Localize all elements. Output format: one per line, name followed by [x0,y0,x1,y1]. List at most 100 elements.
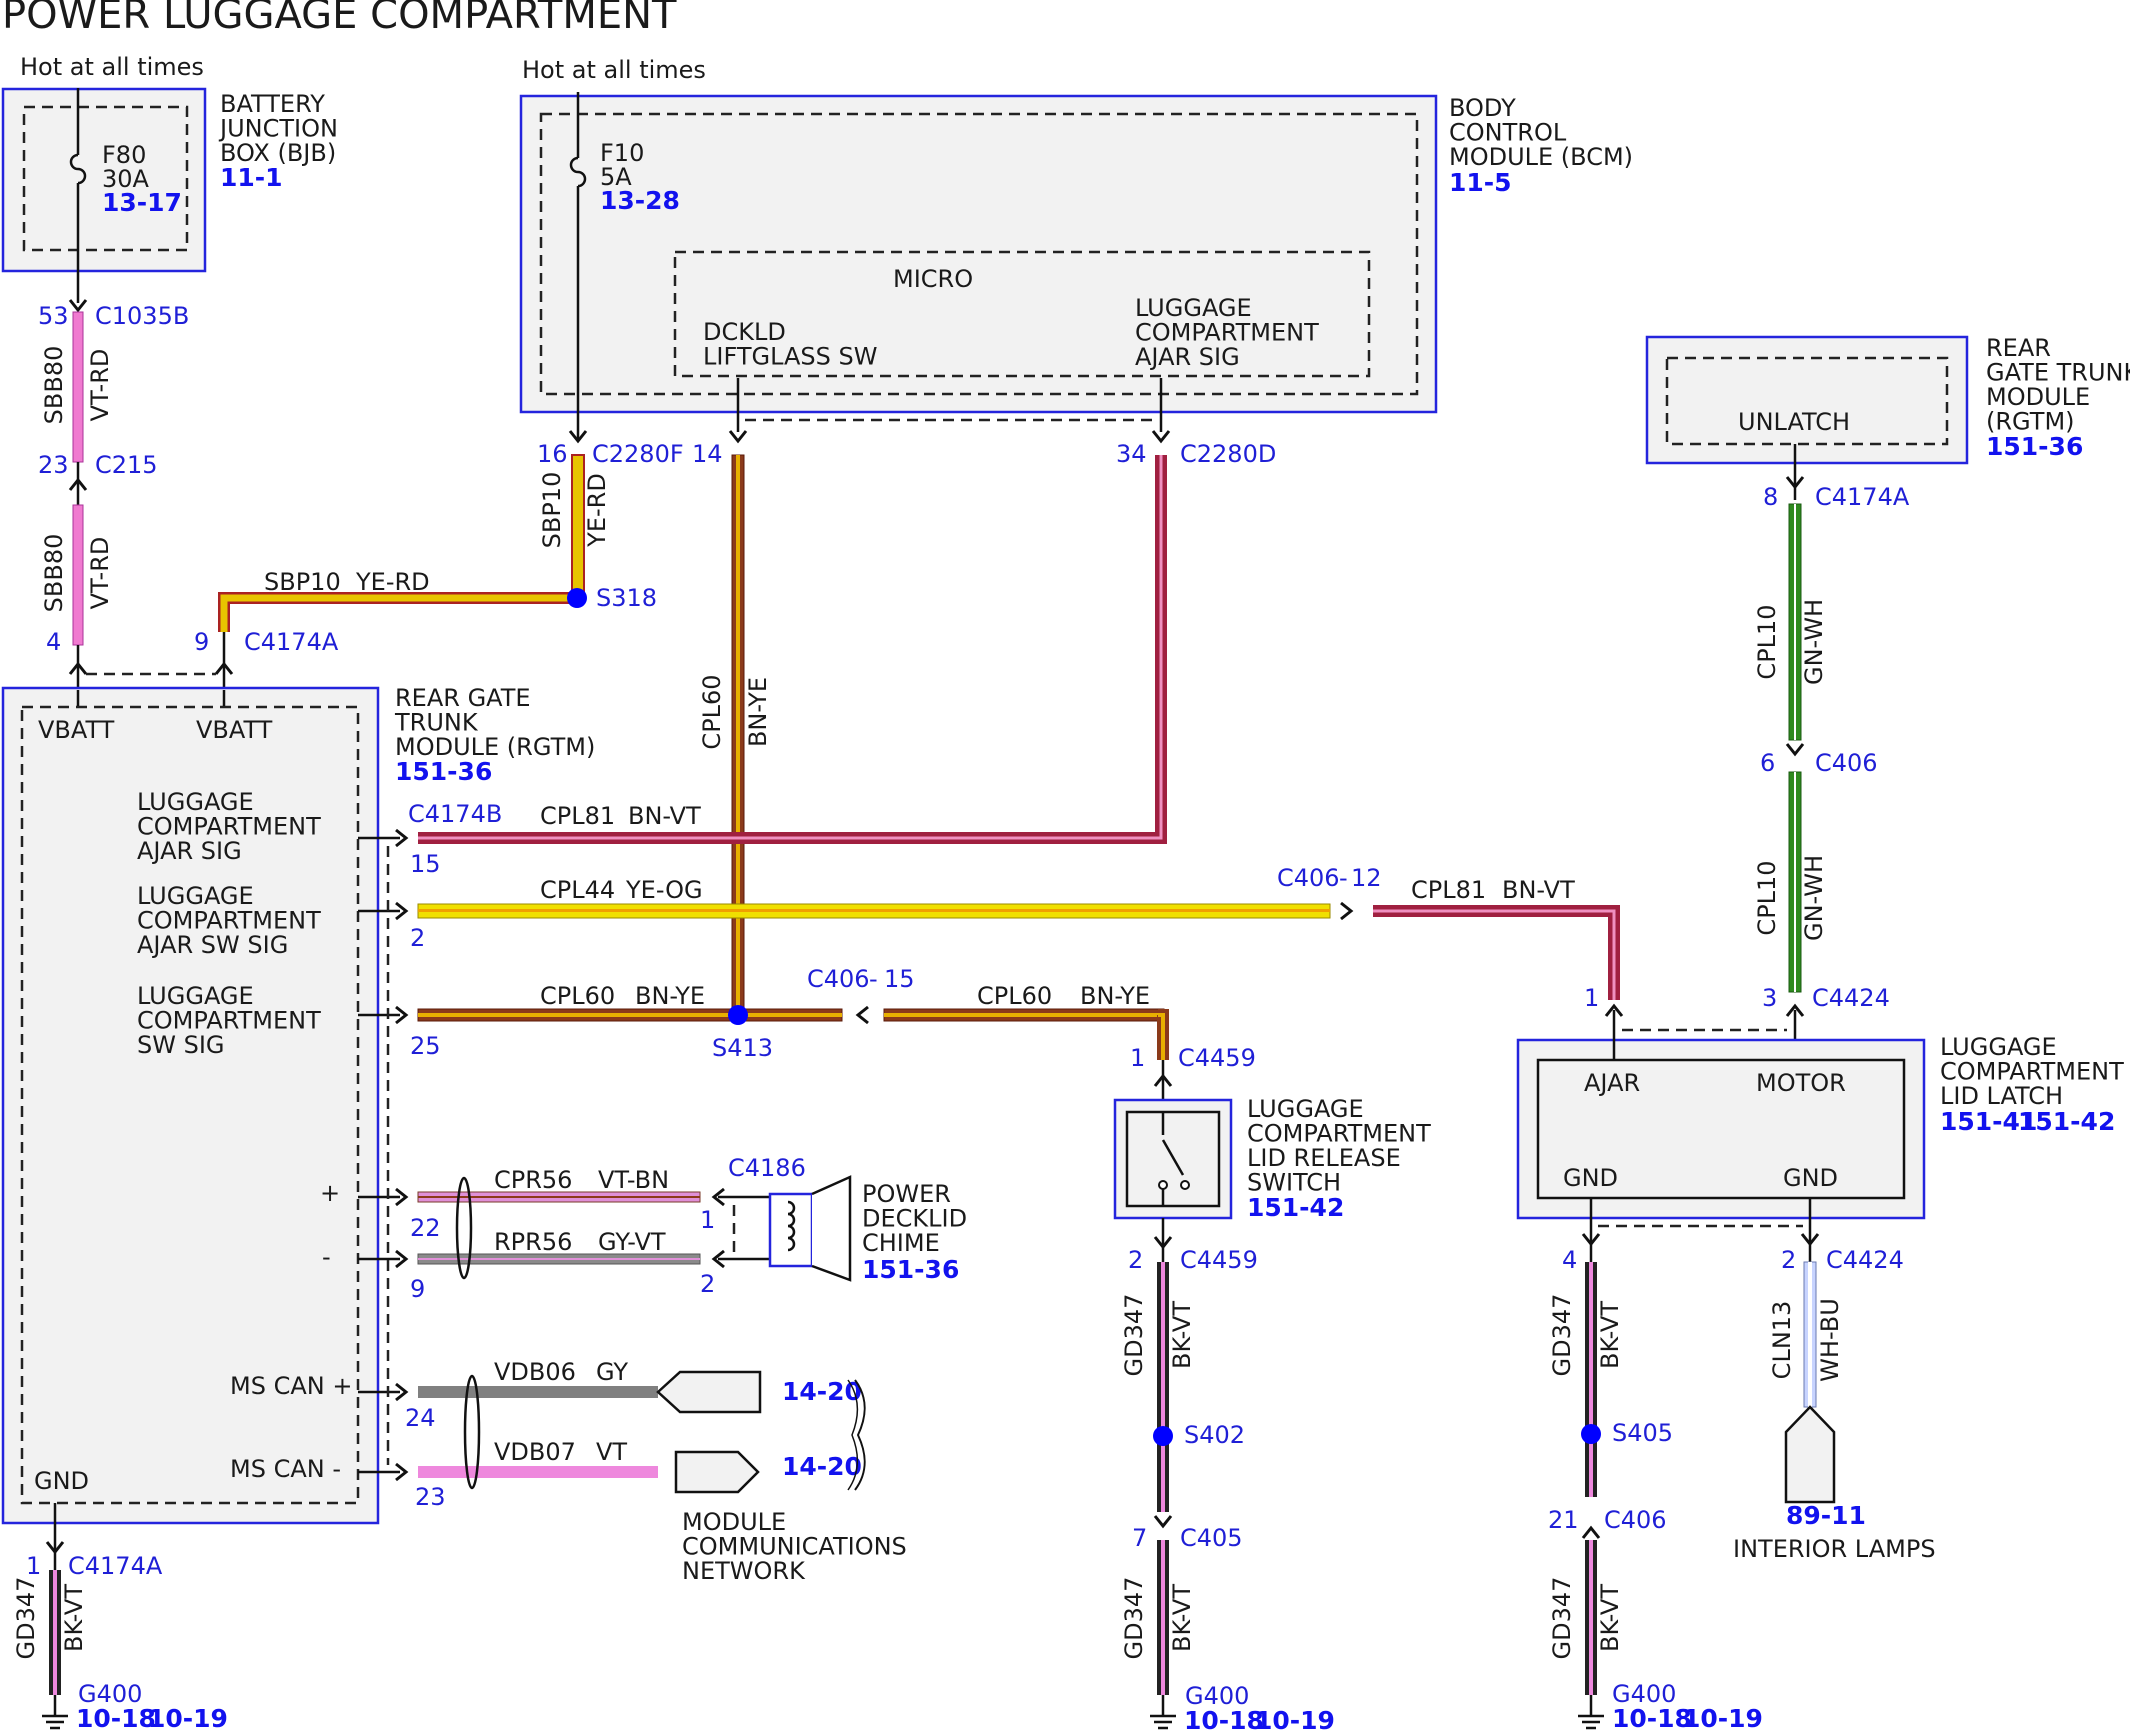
c4424-top-label: C4424 [1812,984,1890,1012]
c4174a-bot-label: C4174A [68,1552,163,1580]
wire-bk-vt-c-color: BK-VT [1168,1584,1196,1652]
c2280-pin14: 14 [692,440,723,468]
c406-15-pin: 15 [884,965,915,993]
wire-bn-ye-a-color: BN-YE [635,982,705,1010]
c215-label: C215 [95,451,158,479]
s413-label: S413 [712,1034,773,1062]
c4459-top-label: C4459 [1178,1044,1256,1072]
c4186-label: C4186 [728,1154,806,1182]
hot-label-bcm: Hot at all times [522,56,706,84]
network-ref1: 14-20 [782,1377,862,1406]
g400-label-2: G400 [1185,1682,1249,1710]
can-minus-connector [674,1450,760,1494]
can-plus-connector [656,1370,762,1414]
wire-sbp10-h: SBP10 [264,568,341,596]
wire-bn-vt-b-color: BN-VT [1502,876,1575,904]
pin-2: 2 [410,924,425,952]
wire-bk-vt-b-color: BK-VT [1168,1301,1196,1369]
chime-pin2: 2 [700,1270,715,1298]
wire-gy [418,1386,658,1398]
latch-ref2: 151-42 [2018,1107,2115,1136]
wire-cpr56: CPR56 [494,1166,572,1194]
ground-icon [1150,1714,1176,1730]
c4424-top-pin: 3 [1762,984,1777,1012]
c2280d-pin: 34 [1116,440,1147,468]
wire-ye-rd-h [218,592,578,632]
ground-icon [42,1714,68,1730]
c4424-r-label: C4424 [1826,1246,1904,1274]
fuse-icon-bcm [569,156,587,188]
c406-b-label: C406 [1604,1506,1667,1534]
wire-gd347-b: GD347 [1120,1294,1148,1377]
splice-s318 [567,588,587,608]
c405-label: C405 [1180,1524,1243,1552]
rgtm-vbatt1: VBATT [38,716,115,744]
g400-label-1: G400 [78,1680,142,1708]
chime-ref: 151-36 [862,1255,959,1284]
c215-pin: 23 [38,451,69,479]
wire-cln13: CLN13 [1768,1301,1796,1380]
c1035b-label: C1035B [95,302,189,330]
wire-ye-og-color: YE-OG [625,876,703,904]
bcm-module [519,94,1438,414]
rgtm-mscan-minus: MS CAN - [230,1455,341,1483]
ground-icon [1578,1714,1604,1730]
latch-ajar: AJAR [1584,1069,1640,1097]
pin-25: 25 [410,1032,441,1060]
wire-vdb06: VDB06 [494,1358,576,1386]
c4174b-pin15: 15 [410,850,441,878]
latch-inner [1536,1058,1906,1200]
c2280f-label: C2280F [592,440,684,468]
wire-sbp10-v: SBP10 [538,472,566,549]
chime-speaker-icon [768,1175,852,1282]
g400-label-3: G400 [1612,1680,1676,1708]
wire-cpl60-a: CPL60 [540,982,615,1010]
s405-label: S405 [1612,1419,1673,1447]
wire-vt-bn-color: VT-BN [598,1166,669,1194]
c4174a-bot-pin: 1 [26,1552,41,1580]
rgtm-plus: + [320,1179,340,1207]
wire-gd347-d: GD347 [1548,1294,1576,1377]
interior-lamps-connector [1784,1405,1836,1504]
pin-9: 9 [410,1275,425,1303]
latch-motor: MOTOR [1756,1069,1846,1097]
wire-ye-rd-h-color: YE-RD [355,568,430,596]
c4174a-top-label: C4174A [244,628,339,656]
bcm-ref: 11-5 [1449,168,1512,197]
c4174a-r-pin: 8 [1763,483,1778,511]
wire-bk-vt-a-color: BK-VT [60,1584,88,1652]
wire-rpr56: RPR56 [494,1228,572,1256]
fuse-f80-ref: 13-17 [102,188,182,217]
rgtm-upper-module [1645,335,1969,465]
c4459-bot-pin: 2 [1128,1246,1143,1274]
wire-gd347-c: GD347 [1120,1577,1148,1660]
g2-ref2: 10-19 [1255,1706,1335,1732]
c406-b-pin: 21 [1548,1506,1579,1534]
fuse-f80-id: F80 [102,141,146,169]
bjb-module [1,87,207,273]
rgtm-inner [20,705,360,1505]
g2-ref1: 10-18 [1184,1706,1264,1732]
c406-r-label: C406 [1815,749,1878,777]
wire-sbb80-b: SBB80 [40,534,68,613]
wire-bn-vt-b [1373,905,1620,1000]
wire-cpl60-v: CPL60 [698,674,726,749]
wire-gn-wh-a-color: GN-WH [1800,599,1828,685]
g1-ref1: 10-18 [76,1704,156,1732]
twisted-pair-chime [455,1176,473,1280]
network-bracket [854,1379,866,1491]
wire-vt-color: VT [596,1438,627,1466]
wire-bk-vt-d-color: BK-VT [1596,1301,1624,1369]
c406-12-label: C406 [1277,864,1340,892]
